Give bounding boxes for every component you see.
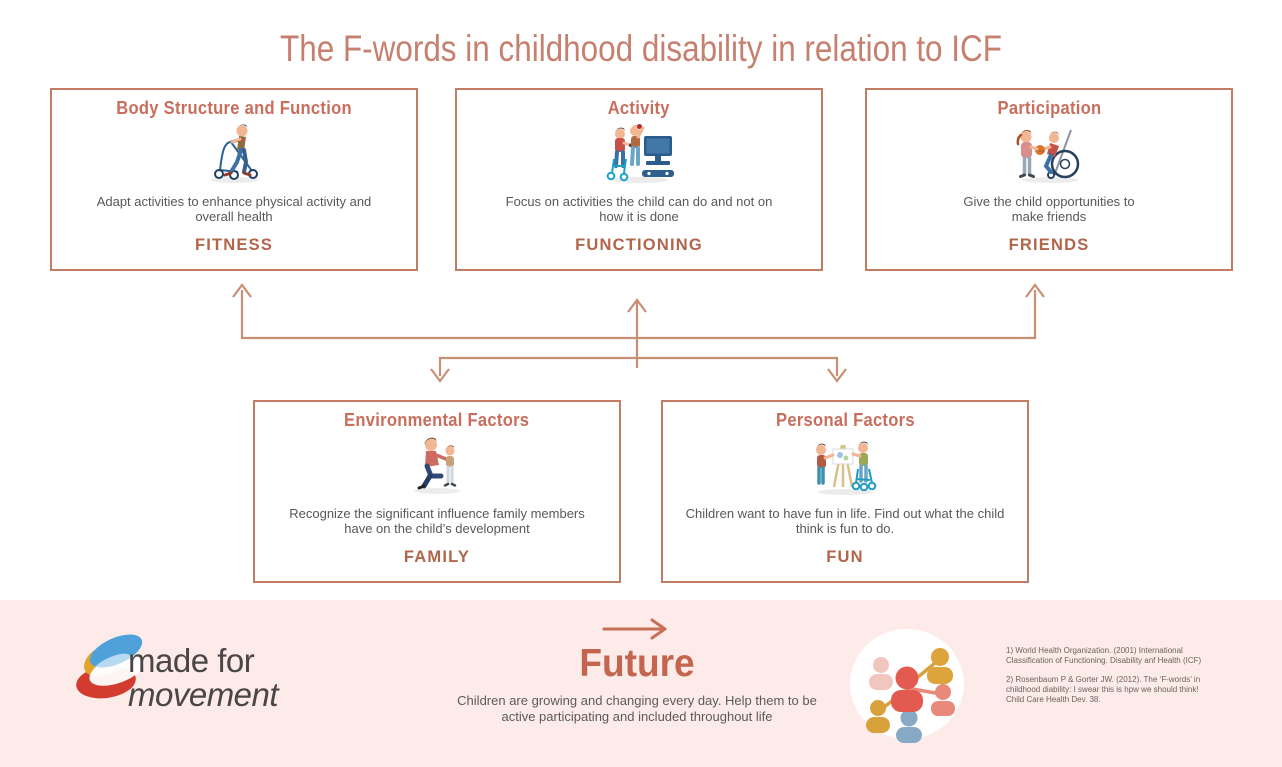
wheelchair-basketball-icon — [1010, 120, 1088, 186]
references-text: 1) World Health Organization. (2001) Int… — [1006, 646, 1202, 714]
logo-text-line2: movement — [128, 676, 279, 713]
fword-label-fun: FUN — [826, 548, 864, 566]
card-environmental-factors: Environmental Factors Recognize the sign… — [253, 400, 621, 583]
children-painting-icon — [806, 432, 884, 498]
card-heading: Personal Factors — [775, 410, 915, 430]
card-description: Adapt activities to enhance physical act… — [96, 194, 372, 224]
made-for-movement-logo: made for movement — [128, 642, 279, 713]
children-gaming-icon — [600, 120, 678, 186]
future-description: Children are growing and changing every … — [457, 693, 817, 724]
parent-and-child-icon — [404, 432, 470, 498]
card-heading: Body Structure and Function — [116, 98, 352, 118]
future-section: Future Children are growing and changing… — [437, 618, 837, 724]
page-title: The F-words in childhood disability in r… — [280, 28, 1002, 69]
card-description: Children want to have fun in life. Find … — [685, 506, 1005, 536]
card-body-structure-function: Body Structure and Function — [50, 88, 418, 271]
card-description: Give the child opportunities to make fri… — [963, 194, 1135, 224]
future-arrow-icon — [602, 618, 667, 640]
fword-label-friends: FRIENDS — [1008, 236, 1090, 254]
card-description: Recognize the significant influence fami… — [289, 506, 585, 536]
child-with-walker-icon — [198, 120, 270, 186]
people-network-icon — [845, 622, 969, 751]
reference-item: 1) World Health Organization. (2001) Int… — [1006, 646, 1202, 665]
icf-connector-arrows — [232, 283, 1045, 383]
logo-text-line1: made for — [128, 642, 255, 679]
future-label: Future — [579, 642, 695, 685]
card-heading: Activity — [607, 98, 671, 118]
fword-label-functioning: FUNCTIONING — [575, 236, 703, 254]
card-participation: Participation — [865, 88, 1233, 271]
logo-petals-icon — [70, 624, 154, 719]
footer-band: made for movement Future Children are gr… — [0, 600, 1282, 767]
card-personal-factors: Personal Factors — [661, 400, 1029, 583]
card-heading: Participation — [997, 98, 1101, 118]
fword-label-family: FAMILY — [403, 548, 471, 566]
card-description: Focus on activities the child can do and… — [505, 194, 773, 224]
card-activity: Activity — [455, 88, 823, 271]
fword-label-fitness: FITNESS — [194, 236, 274, 254]
reference-item: 2) Rosenbaum P & Gorter JW. (2012). The … — [1006, 675, 1201, 704]
card-heading: Environmental Factors — [344, 410, 530, 430]
